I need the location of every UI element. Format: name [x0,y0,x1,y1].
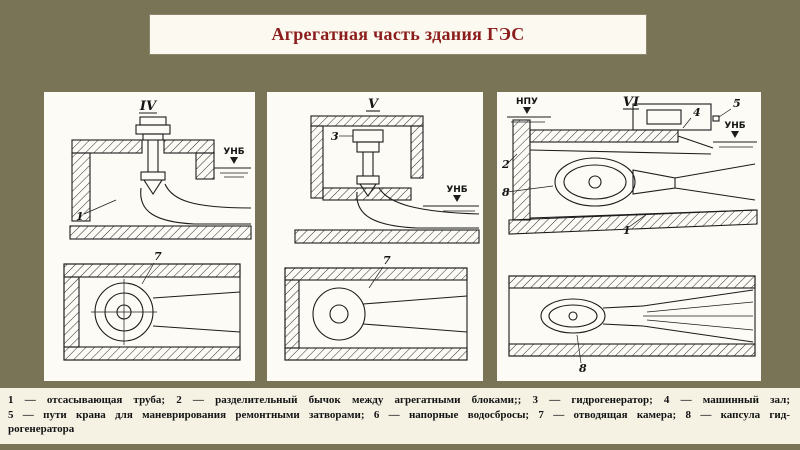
diagram-vi: НПУ VI УНБ 4 5 [501,95,758,375]
water-label-npu: НПУ [516,97,538,107]
plan-view-v: 7 [284,254,468,361]
callout-crane-rails: 5 [733,97,741,110]
panel-scheme-vi: НПУ VI УНБ 4 5 [497,92,761,381]
callout-draft-tube: 1 [76,210,84,223]
section-view-iv: IV УНБ 1 [69,99,252,240]
water-level-icon [453,195,461,202]
callout-hydrogenerator: 3 [331,130,339,143]
plan-view-vi: 8 [508,275,756,375]
slide-title: Агрегатная часть здания ГЭС [271,24,525,44]
water-label-unb: УНБ [446,185,467,195]
panel-iv-label: IV [139,99,158,114]
water-level-icon [523,107,531,114]
callout-outlet-chamber: 7 [154,250,162,263]
panel-scheme-iv: IV УНБ 1 [44,92,255,381]
legend-caption: 1 — отсасывающая труба; 2 — разделительн… [0,388,800,444]
panel-scheme-v: V 3 УНБ [267,92,483,381]
section-view-vi: НПУ VI УНБ 4 5 [501,95,758,237]
water-level-icon [230,157,238,164]
panel-v-label: V [368,97,380,112]
water-label-unb: УНБ [724,121,745,131]
callout-outlet-chamber: 7 [383,254,391,267]
callout-capsule: 8 [502,186,510,199]
callout-draft-tube: 1 [623,224,631,237]
callout-capsule-plan: 8 [579,362,587,375]
legend-line-2: 5 — пути крана для маневрирования ремонт… [8,408,790,421]
water-label-unb: УНБ [223,147,244,157]
legend-line-1: 1 — отсасывающая труба; 2 — разделительн… [8,394,790,406]
callout-divider-pier: 2 [501,158,510,171]
diagram-iv: IV УНБ 1 [63,99,252,361]
slide-title-box: Агрегатная часть здания ГЭС [149,14,647,55]
plan-view-iv: 7 [63,250,241,361]
diagram-v: V 3 УНБ [284,97,480,361]
legend-line-3: рогенератора [8,423,75,436]
callout-machine-hall: 4 [693,106,701,119]
panel-vi-label: VI [623,95,640,110]
section-view-v: V 3 УНБ [294,97,480,244]
water-level-icon [731,131,739,138]
